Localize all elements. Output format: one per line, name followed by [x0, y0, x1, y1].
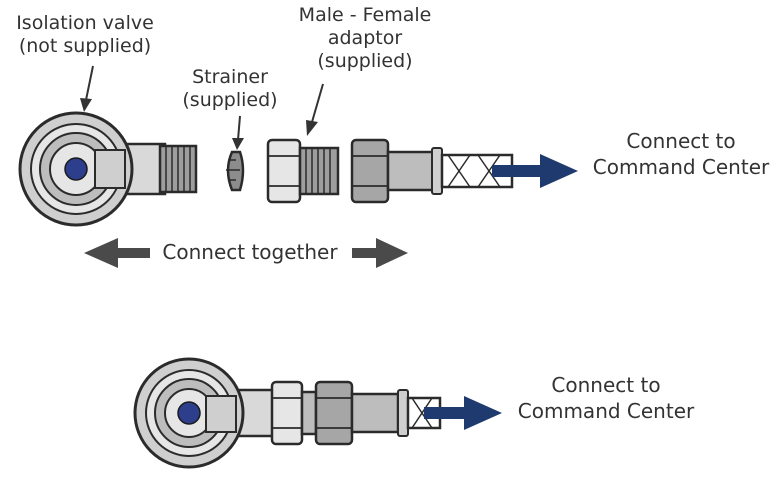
adaptor-label-line3: (supplied): [317, 50, 413, 72]
adaptor: [266, 138, 340, 204]
isolation-valve-top: [18, 111, 198, 227]
connect-together-label: Connect together: [150, 241, 350, 264]
strainer-label: Strainer (supplied): [170, 66, 290, 112]
arrow-to-command-center-bottom: [424, 396, 502, 430]
arrow-to-command-center-top: [492, 154, 578, 188]
connect-top-label: Connect to Command Center: [583, 128, 779, 180]
connect-bottom-line2: Command Center: [517, 399, 695, 423]
adaptor-label-line2: adaptor: [327, 27, 403, 49]
connect-top-line2: Command Center: [592, 155, 770, 179]
connect-top-line1: Connect to: [626, 129, 736, 153]
hose-fitting-bottom: [314, 380, 442, 446]
connect-together-right-arrow: [352, 238, 408, 268]
hose-fitting-top: [350, 138, 514, 204]
strainer: [226, 150, 245, 192]
adaptor-label-line1: Male - Female: [298, 4, 432, 26]
isolation-valve-label: Isolation valve (not supplied): [2, 12, 168, 58]
adaptor-nut-bottom: [270, 380, 318, 446]
connect-together-left-arrow: [84, 238, 150, 268]
connect-bottom-label: Connect to Command Center: [508, 372, 704, 424]
isolation-valve-label-line1: Isolation valve: [16, 12, 154, 34]
leader-strainer: [232, 115, 244, 150]
valve-center-dot-top: [64, 157, 88, 181]
strainer-label-line2: (supplied): [182, 89, 278, 111]
isolation-valve-label-line2: (not supplied): [18, 35, 152, 57]
leader-adaptor: [306, 83, 324, 136]
adaptor-label: Male - Female adaptor (supplied): [282, 4, 448, 73]
leader-isolation-valve: [80, 65, 94, 112]
connect-bottom-line1: Connect to: [551, 373, 661, 397]
strainer-label-line1: Strainer: [192, 66, 268, 88]
valve-center-dot-bottom: [177, 401, 201, 425]
isolation-valve-bottom: [133, 357, 280, 469]
connect-together-text: Connect together: [162, 240, 338, 264]
